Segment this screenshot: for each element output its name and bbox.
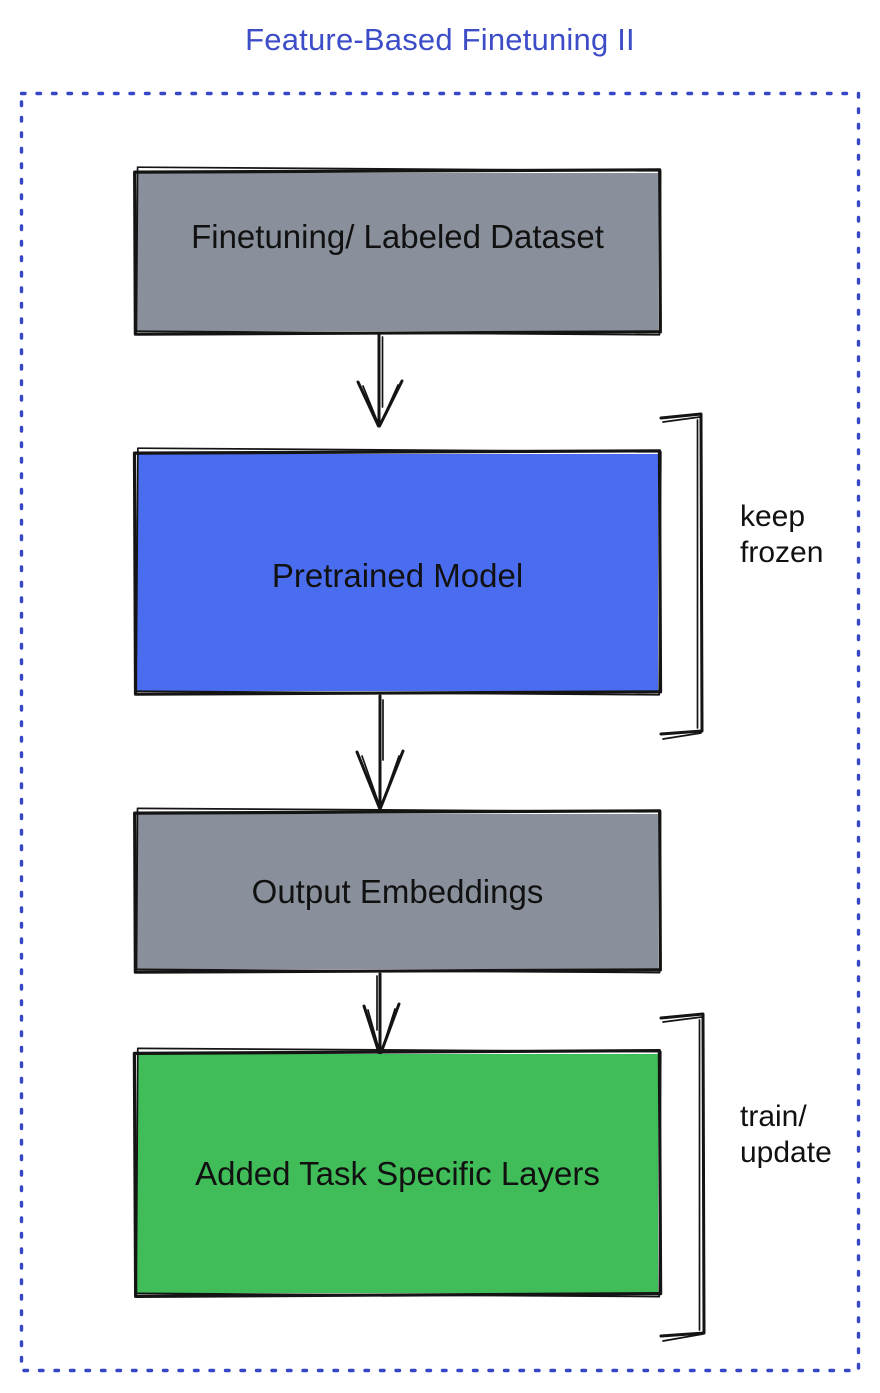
diagram-title: Feature-Based Finetuning II <box>245 22 635 57</box>
task-specific-layers-box <box>132 1047 663 1298</box>
pretrained-model-box <box>132 447 663 696</box>
dotted-frame <box>19 91 861 1373</box>
train-update-label: train/ update <box>740 1100 832 1169</box>
arrow-dataset-to-model <box>356 332 404 428</box>
output-embeddings-box-label: Output Embeddings <box>251 872 544 910</box>
keep-frozen-label: keep frozen <box>740 500 824 569</box>
dataset-box <box>133 166 662 336</box>
arrow-model-to-embeddings <box>355 694 405 810</box>
output-embeddings-box <box>133 807 662 974</box>
pretrained-model-box-label: Pretrained Model <box>271 556 524 594</box>
keep-frozen-bracket <box>659 412 704 740</box>
train-update-bracket <box>659 1012 706 1342</box>
arrow-embeddings-to-layers <box>362 972 401 1056</box>
task-specific-layers-box-label: Added Task Specific Layers <box>195 1154 600 1192</box>
dataset-box-label: Finetuning/ Labeled Dataset <box>191 218 604 255</box>
